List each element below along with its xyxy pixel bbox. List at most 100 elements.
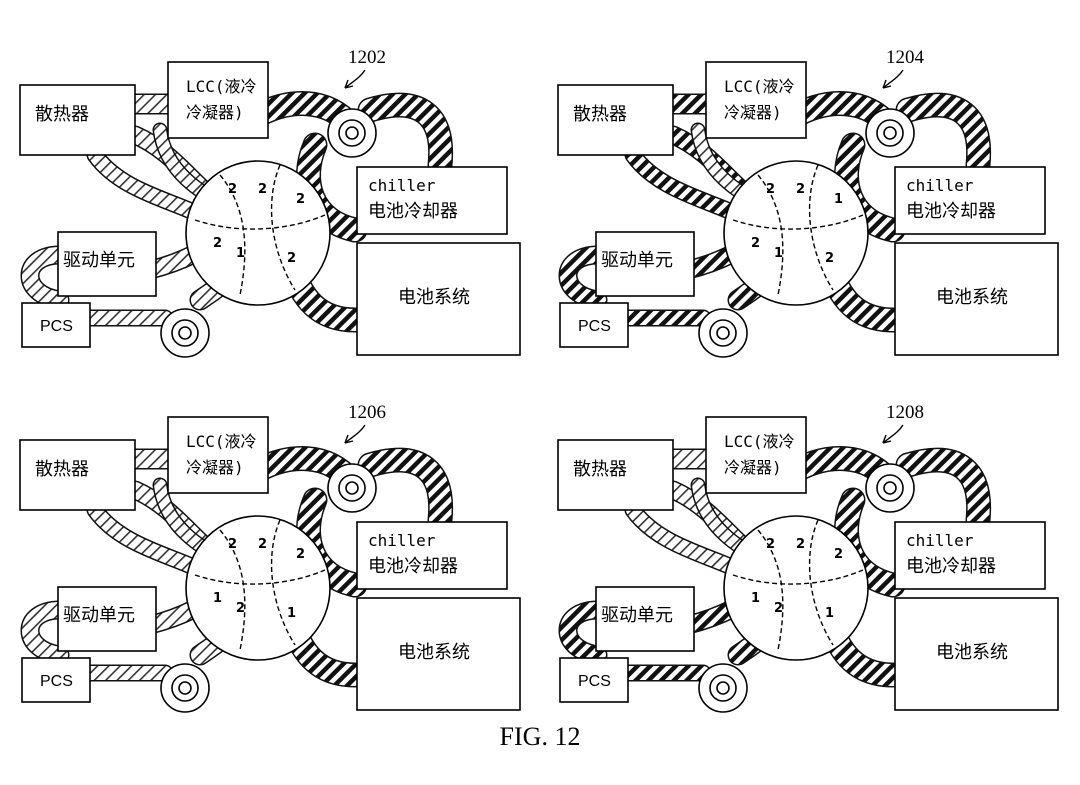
battery-box [356, 597, 521, 711]
pcs-label: PCS [40, 318, 73, 335]
ref-leader [882, 69, 904, 89]
chiller-label-line2: 电池冷却器 [906, 201, 996, 222]
valve-port-mark: 2 [825, 251, 834, 266]
valve-port-mark: 2 [213, 236, 222, 251]
ref-leader [882, 424, 904, 444]
valve-port-mark: 1 [236, 246, 245, 261]
pump-core-icon [716, 681, 730, 695]
chiller-label-line2: 电池冷却器 [368, 201, 458, 222]
lcc-label-line2: 冷凝器) [186, 458, 244, 477]
valve-divider-a [757, 529, 784, 651]
chiller-box [356, 521, 508, 590]
lcc-box [167, 416, 269, 494]
valve-port-mark: 2 [296, 547, 305, 562]
pump-core-icon [178, 326, 192, 340]
valve-port-mark: 2 [236, 601, 245, 616]
pcs-label: PCS [578, 318, 611, 335]
ref-arrow-icon [882, 434, 892, 444]
valve-port-mark: 1 [774, 246, 783, 261]
drive-unit-label: 驱动单元 [601, 605, 673, 626]
pipe-pump-chiller [897, 449, 990, 531]
valve-port-mark: 2 [834, 547, 843, 562]
rotary-valve [185, 515, 331, 661]
lcc-label-line2: 冷凝器) [724, 103, 782, 122]
valve-port-mark: 2 [258, 182, 267, 197]
pump-core-icon [716, 326, 730, 340]
ref-arrow-icon [344, 434, 354, 444]
radiator-label: 散热器 [35, 104, 89, 125]
ref-arrow-icon [882, 79, 892, 89]
pipe-drive-loop [560, 602, 606, 663]
chiller-box [894, 521, 1046, 590]
pcs-box [21, 302, 91, 348]
drive-unit-box [595, 586, 695, 652]
chiller-label-line1: chiller [368, 531, 436, 550]
valve-divider-a [219, 174, 246, 296]
lcc-box [705, 416, 807, 494]
pump-core-icon [883, 126, 897, 140]
valve-divider-b [270, 519, 296, 646]
pump-core-icon [883, 481, 897, 495]
valve-port-mark: 2 [766, 537, 775, 552]
valve-port-mark: 2 [228, 182, 237, 197]
panel-1204: 221122散热器LCC(液冷冷凝器)chiller电池冷却器电池系统驱动单元P… [557, 47, 1059, 358]
battery-box [356, 242, 521, 356]
valve-port-mark: 2 [751, 236, 760, 251]
drive-unit-box [595, 231, 695, 297]
rotary-valve [723, 160, 869, 306]
pipe-pump-chiller [897, 94, 990, 176]
valve-port-mark: 2 [796, 537, 805, 552]
valve-port-mark: 1 [287, 606, 296, 621]
pcs-box [559, 302, 629, 348]
radiator-box [557, 439, 674, 511]
ref-leader [344, 69, 366, 89]
radiator-box [557, 84, 674, 156]
valve-port-mark: 2 [766, 182, 775, 197]
drive-unit-label: 驱动单元 [63, 605, 135, 626]
ref-arrow-icon [344, 79, 354, 89]
valve-port-mark: 1 [751, 591, 760, 606]
pump-core-icon [178, 681, 192, 695]
lcc-label-line1: LCC(液冷 [186, 432, 257, 451]
valve-divider-b [808, 519, 834, 646]
drive-unit-box [57, 586, 157, 652]
lcc-label-line1: LCC(液冷 [724, 432, 795, 451]
panel-1206: 212212散热器LCC(液冷冷凝器)chiller电池冷却器电池系统驱动单元P… [19, 402, 521, 713]
panel-ref-number: 1206 [348, 402, 386, 423]
lcc-label-line1: LCC(液冷 [724, 77, 795, 96]
valve-port-mark: 1 [825, 606, 834, 621]
pcs-box [21, 657, 91, 703]
pcs-label: PCS [40, 673, 73, 690]
valve-port-mark: 2 [287, 251, 296, 266]
chiller-label-line1: chiller [368, 176, 436, 195]
valve-port-mark: 1 [213, 591, 222, 606]
drive-unit-box [57, 231, 157, 297]
battery-box [894, 242, 1059, 356]
radiator-label: 散热器 [573, 459, 627, 480]
valve-divider-a [219, 529, 246, 651]
pcs-label: PCS [578, 673, 611, 690]
drive-unit-label: 驱动单元 [601, 250, 673, 271]
rotary-valve [723, 515, 869, 661]
radiator-box [19, 84, 136, 156]
panel-1202: 221222散热器LCC(液冷冷凝器)chiller电池冷却器电池系统驱动单元P… [19, 47, 521, 358]
chiller-label-line2: 电池冷却器 [368, 556, 458, 577]
chiller-label-line1: chiller [906, 531, 974, 550]
lcc-label-line1: LCC(液冷 [186, 77, 257, 96]
valve-divider-a [757, 174, 784, 296]
pump-core-icon [345, 126, 359, 140]
valve-divider-b [808, 164, 834, 291]
panel-ref-number: 1202 [348, 47, 386, 68]
panel-1208: 212212散热器LCC(液冷冷凝器)chiller电池冷却器电池系统驱动单元P… [557, 402, 1059, 713]
pipe-drive-loop [560, 247, 606, 308]
valve-port-mark: 2 [296, 192, 305, 207]
figure-caption: FIG. 12 [499, 722, 581, 751]
valve-port-mark: 1 [834, 192, 843, 207]
pipe-pump-chiller [359, 449, 452, 531]
lcc-box [167, 61, 269, 139]
battery-label: 电池系统 [936, 287, 1008, 308]
battery-label: 电池系统 [936, 642, 1008, 663]
chiller-label-line1: chiller [906, 176, 974, 195]
chiller-label-line2: 电池冷却器 [906, 556, 996, 577]
